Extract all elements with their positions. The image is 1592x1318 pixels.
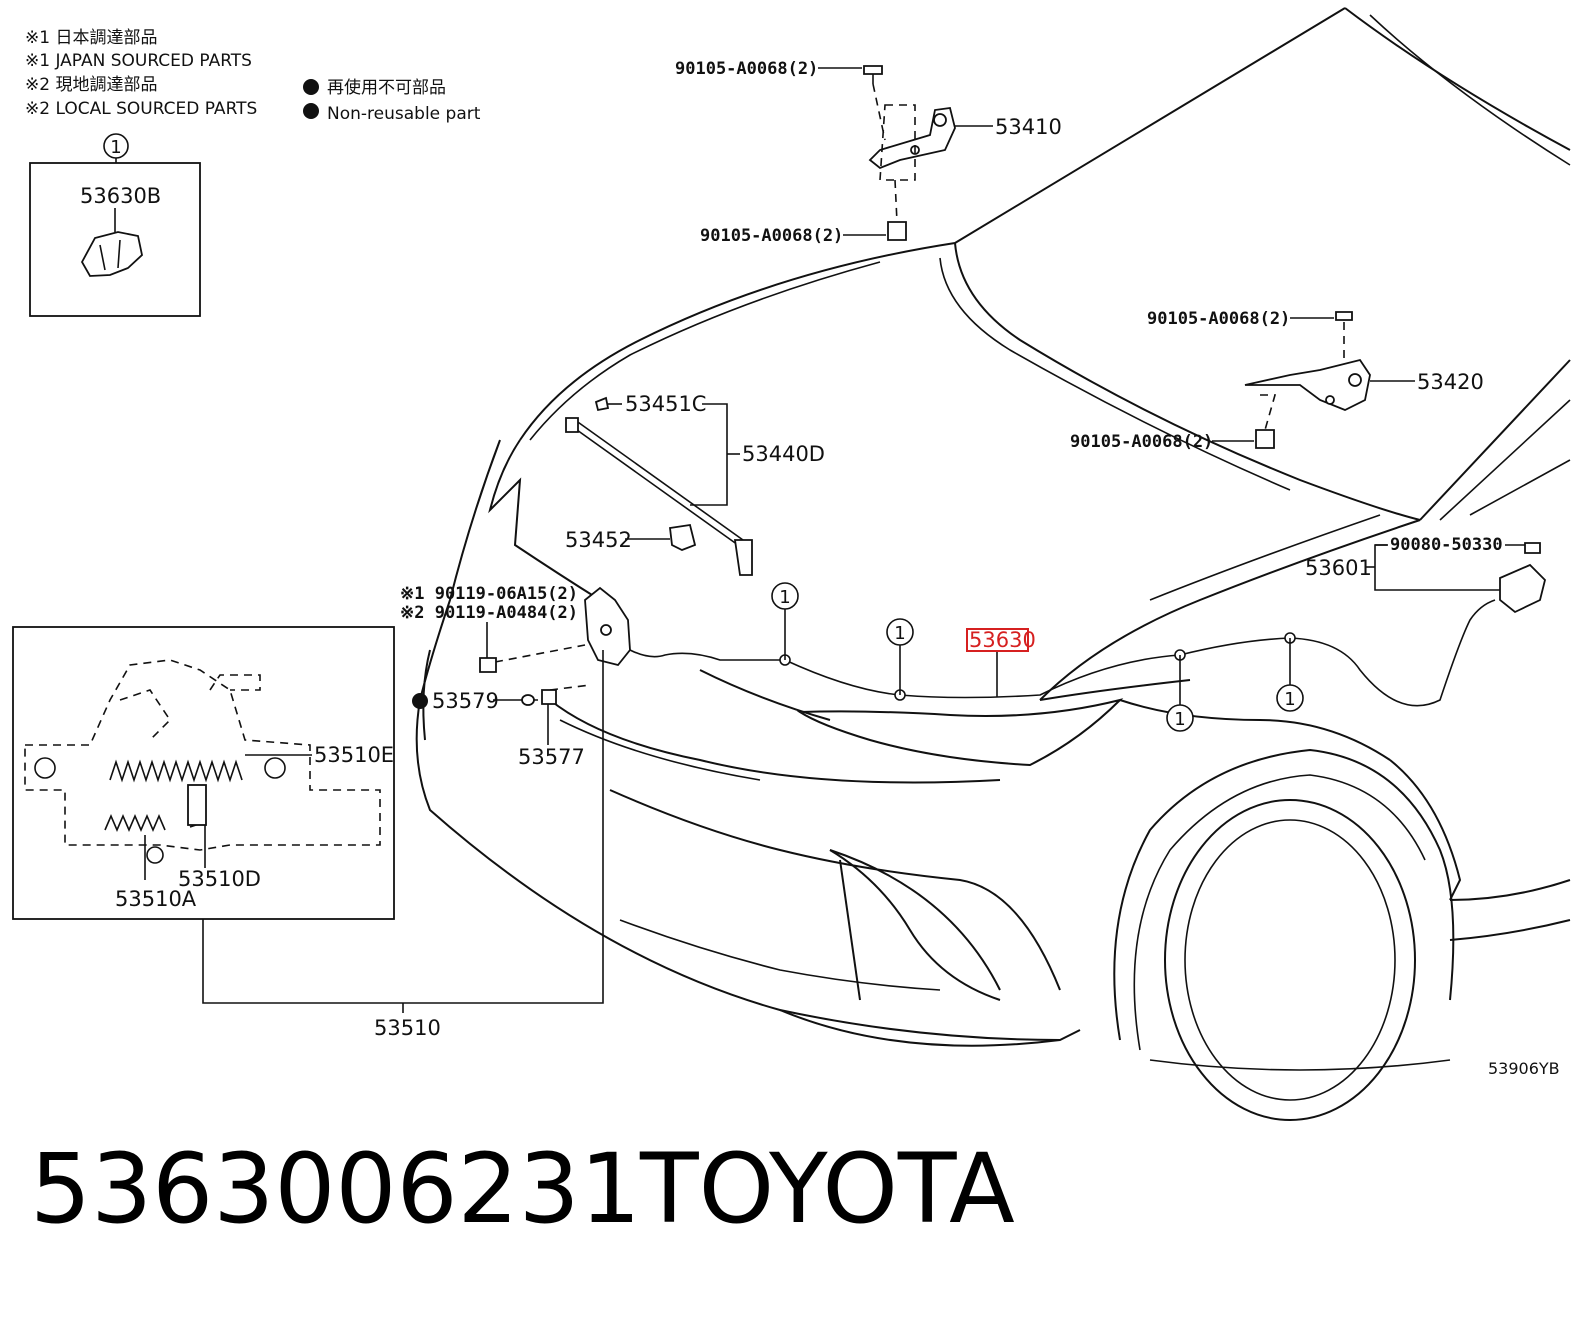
label-hinge-right: 53420 (1417, 370, 1484, 394)
note-nonreusable-jp: 再使用不可部品 (327, 77, 446, 98)
note-local-sourced-jp: ※2 現地調達部品 (25, 75, 157, 95)
footer-part-number: 5363006231 (30, 1133, 641, 1245)
nonreusable-dot-icon (303, 103, 319, 119)
hood-hinge-left (863, 65, 956, 241)
legend-notes: ※1 日本調達部品 ※1 JAPAN SOURCED PARTS ※2 現地調達… (25, 28, 481, 124)
vehicle-outline (415, 7, 1571, 1121)
label-bolt-local: ※2 90119-A0484(2) (400, 603, 578, 623)
inset-clip: 1 53630B (29, 133, 201, 317)
label-bolt-hinge-left-bottom: 90105-A0068(2) (700, 226, 843, 246)
label-cushion-579: 53579 (432, 689, 499, 713)
nonreusable-dot-icon (412, 693, 428, 709)
callout-number: 1 (894, 623, 905, 644)
label-rod-440d: 53440D (742, 442, 825, 466)
hood-hinge-right (1244, 311, 1371, 449)
callout-number: 1 (1174, 709, 1185, 730)
part-labels: 90105-A0068(2) 90105-A0068(2) 53410 9010… (202, 59, 1560, 1078)
note-japan-sourced-en: ※1 JAPAN SOURCED PARTS (25, 51, 252, 71)
figure-code: 53906YB (1488, 1059, 1560, 1078)
footer: 5363006231 TOYOTA (30, 1133, 1015, 1245)
label-bolt-japan: ※1 90119-06A15(2) (400, 584, 578, 604)
callout-number: 1 (779, 587, 790, 608)
label-bolt-hinge-right-bottom: 90105-A0068(2) (1070, 432, 1213, 452)
inset-label: 53630B (80, 184, 161, 208)
label-clip-451c: 53451C (625, 392, 706, 416)
label-spring-a: 53510A (115, 887, 197, 911)
inset-lock-detail: 53510E 53510D 53510A (12, 626, 395, 920)
label-cable: 53630 (969, 628, 1036, 652)
label-hinge-left: 53410 (995, 115, 1062, 139)
cable-highlight-box (966, 628, 1029, 652)
label-bolt-hinge-right-top: 90105-A0068(2) (1147, 309, 1290, 329)
label-bolt-hinge-left-top: 90105-A0068(2) (675, 59, 818, 79)
label-spring-e: 53510E (314, 743, 394, 767)
label-lock-assy: 53510 (374, 1016, 441, 1040)
nonreusable-dot-icon (303, 79, 319, 95)
callout-markers: 1 1 1 1 (771, 582, 1304, 732)
label-holder-452: 53452 (565, 528, 632, 552)
label-release-handle: 53601 (1305, 556, 1372, 580)
note-local-sourced-en: ※2 LOCAL SOURCED PARTS (25, 99, 257, 119)
footer-brand: TOYOTA (639, 1133, 1015, 1245)
callout-circle (771, 582, 799, 610)
label-spring-d: 53510D (178, 867, 261, 891)
note-japan-sourced-jp: ※1 日本調達部品 (25, 28, 157, 48)
hood-lock (479, 586, 631, 706)
label-screw-330: 90080-50330 (1390, 535, 1503, 555)
release-cable (629, 542, 1546, 707)
callout-number: 1 (1284, 689, 1295, 710)
hood-support-rod (565, 396, 753, 576)
label-clip-577: 53577 (518, 745, 585, 769)
note-nonreusable-en: Non-reusable part (327, 104, 481, 124)
inset-marker: 1 (110, 137, 121, 158)
